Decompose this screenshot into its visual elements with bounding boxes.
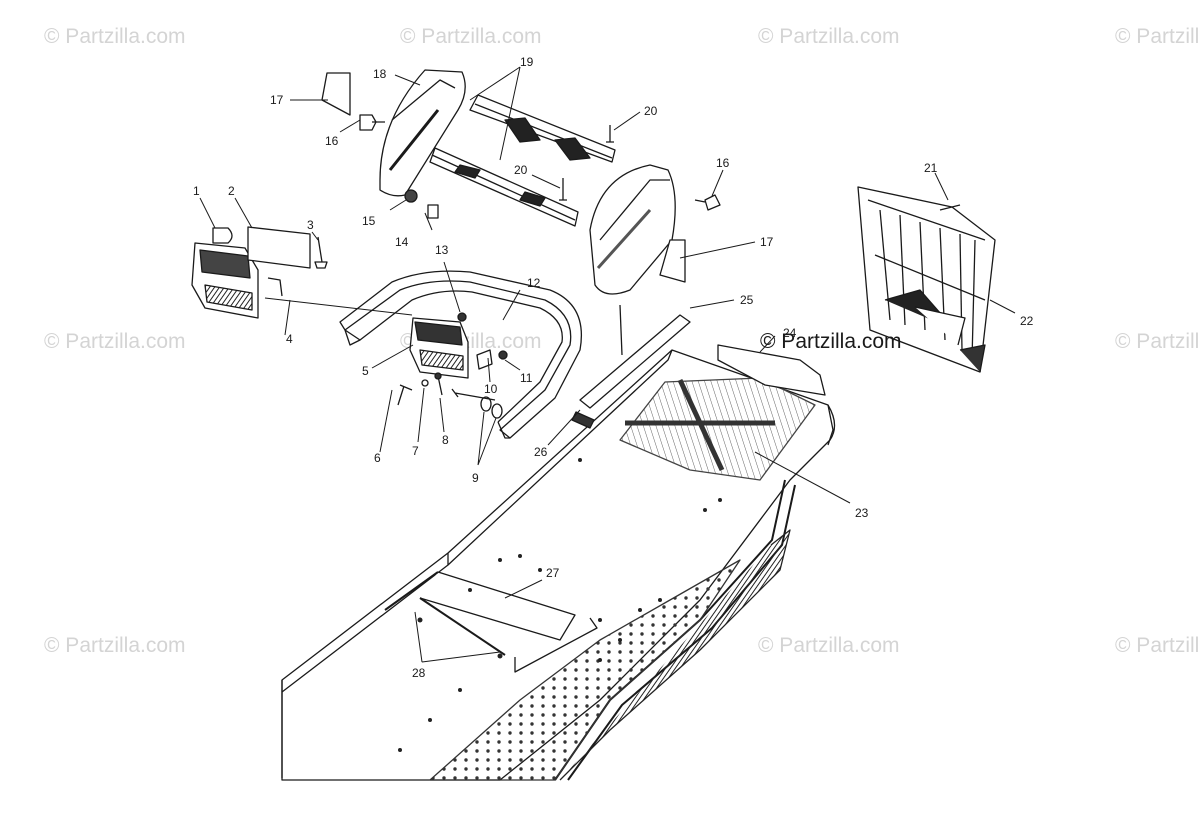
reflector [321,72,351,116]
taillight-housing [191,242,259,319]
watermark: © Partzilla.com [44,330,186,353]
hitch-rail [571,304,691,429]
callout-15: 15 [362,214,376,228]
callout-16: 16 [325,134,339,148]
callout-4: 4 [286,332,293,346]
callout-7: 7 [412,444,419,458]
callout-21: 21 [924,161,938,175]
callout-26: 26 [534,445,548,459]
callout-16: 16 [716,156,730,170]
screw [559,178,567,201]
callout-6: 6 [374,451,381,465]
wire-lead [267,277,283,297]
callout-3: 3 [307,218,314,232]
callout-8: 8 [442,433,449,447]
watermark: © Partzilla.com [1115,25,1200,48]
watermark: © Partzilla.com [44,25,186,48]
tunnel-chassis [281,349,836,781]
callout-5: 5 [362,364,369,378]
rack-side-rail-right [589,164,676,295]
watermark: © Partzilla.com [1115,330,1200,353]
bulb [212,227,233,244]
callout-2: 2 [228,184,235,198]
mounting-bracket [717,344,826,396]
callout-23: 23 [855,506,869,520]
screw [939,204,961,211]
callout-28: 28 [412,666,426,680]
washer [404,189,418,203]
callout-1: 1 [193,184,200,198]
callout-22: 22 [1020,314,1034,328]
callout-18: 18 [373,67,387,81]
callout-14: 14 [395,235,409,249]
bolt [427,204,439,219]
callout-12: 12 [527,276,541,290]
callout-20: 20 [514,163,528,177]
watermark-center: © Partzilla.com [760,330,902,353]
callout-27: 27 [546,566,560,580]
watermark: © Partzilla.com [44,634,186,657]
callout-10: 10 [484,382,498,396]
screw [606,125,614,143]
screw [314,236,328,269]
license-plate-lens [247,226,311,269]
rack-side-rail-left [379,69,466,197]
callout-17: 17 [760,235,774,249]
callout-17: 17 [270,93,284,107]
callout-19: 19 [520,55,534,69]
callout-9: 9 [472,471,479,485]
watermark: © Partzilla.com [400,25,542,48]
callout-20: 20 [644,104,658,118]
rack-crossbars [429,94,616,227]
callout-11: 11 [520,371,533,385]
watermark: © Partzilla.com [758,634,900,657]
leader-lines [199,66,1016,663]
snow-flap [857,186,996,373]
bolt [694,194,721,211]
callout-25: 25 [740,293,754,307]
bolt [359,114,385,131]
callout-13: 13 [435,243,449,257]
callout-24: 24 [783,326,797,340]
rear-bumper [339,270,582,439]
watermark: © Partzilla.com [1115,634,1200,657]
reflector [659,239,686,283]
taillight-assembly [409,317,469,379]
watermark: © Partzilla.com [758,25,900,48]
